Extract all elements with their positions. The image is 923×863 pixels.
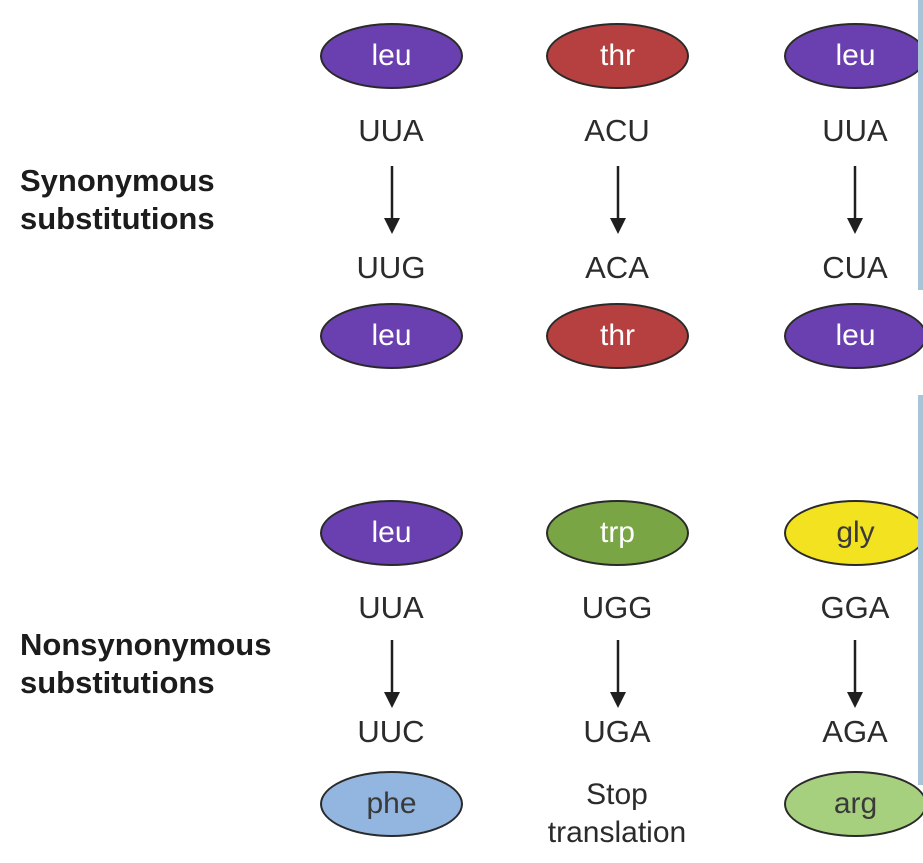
stop-line: Stop xyxy=(586,778,648,811)
amino-acid-oval-leu: leu xyxy=(784,23,923,89)
codon-original: UUA xyxy=(358,590,424,625)
amino-acid-oval-leu: leu xyxy=(320,500,463,566)
amino-acid-oval-arg: arg xyxy=(784,771,923,837)
edge-divider-line xyxy=(918,395,923,785)
substitution-arrow-icon xyxy=(847,640,863,708)
amino-acid-label: thr xyxy=(599,39,635,72)
nonsynonymous-substitutions-label: Nonsynonymous substitutions xyxy=(20,626,271,702)
codon-mutated: UUG xyxy=(356,250,426,285)
codon-mutated: AGA xyxy=(822,714,888,749)
codon-original: ACU xyxy=(584,113,650,148)
codon-original: UUA xyxy=(358,113,424,148)
codon-original: UUA xyxy=(822,113,888,148)
amino-acid-label: leu xyxy=(371,319,412,352)
amino-acid-label: leu xyxy=(371,39,412,72)
codon-mutated: CUA xyxy=(822,250,888,285)
amino-acid-oval-thr: thr xyxy=(546,303,689,369)
synonymous-substitutions-label: Synonymous substitutions xyxy=(20,162,215,238)
amino-acid-oval-leu: leu xyxy=(784,303,923,369)
synonymous-label-line-1: Synonymous xyxy=(20,163,215,198)
substitution-arrow-icon xyxy=(610,166,626,234)
codon-mutated: UGA xyxy=(583,714,651,749)
nonsynonymous-label-line-2: substitutions xyxy=(20,665,215,700)
edge-divider-line xyxy=(918,0,923,290)
synonymous-label-line-2: substitutions xyxy=(20,201,215,236)
amino-acid-label: leu xyxy=(835,39,876,72)
amino-acid-label: trp xyxy=(599,516,635,549)
amino-acid-label: thr xyxy=(599,319,635,352)
codon-original: UGG xyxy=(581,590,653,625)
codon-mutated: UUC xyxy=(357,714,425,749)
codon-original: GGA xyxy=(820,590,890,625)
amino-acid-label: leu xyxy=(371,516,412,549)
substitution-arrow-icon xyxy=(384,640,400,708)
amino-acid-label: leu xyxy=(835,319,876,352)
substitution-arrow-icon xyxy=(384,166,400,234)
codon-mutated: ACA xyxy=(585,250,649,285)
amino-acid-oval-trp: trp xyxy=(546,500,689,566)
substitution-arrow-icon xyxy=(847,166,863,234)
translation-line: translation xyxy=(547,816,687,849)
amino-acid-oval-gly: gly xyxy=(784,500,923,566)
amino-acid-oval-phe: phe xyxy=(320,771,463,837)
amino-acid-label: gly xyxy=(836,516,875,549)
amino-acid-label: phe xyxy=(366,787,417,820)
amino-acid-oval-leu: leu xyxy=(320,303,463,369)
substitution-arrow-icon xyxy=(610,640,626,708)
stop-translation-label: Stop translation xyxy=(517,776,717,852)
amino-acid-oval-leu: leu xyxy=(320,23,463,89)
nonsynonymous-label-line-1: Nonsynonymous xyxy=(20,627,272,662)
amino-acid-oval-thr: thr xyxy=(546,23,689,89)
amino-acid-label: arg xyxy=(833,787,878,820)
